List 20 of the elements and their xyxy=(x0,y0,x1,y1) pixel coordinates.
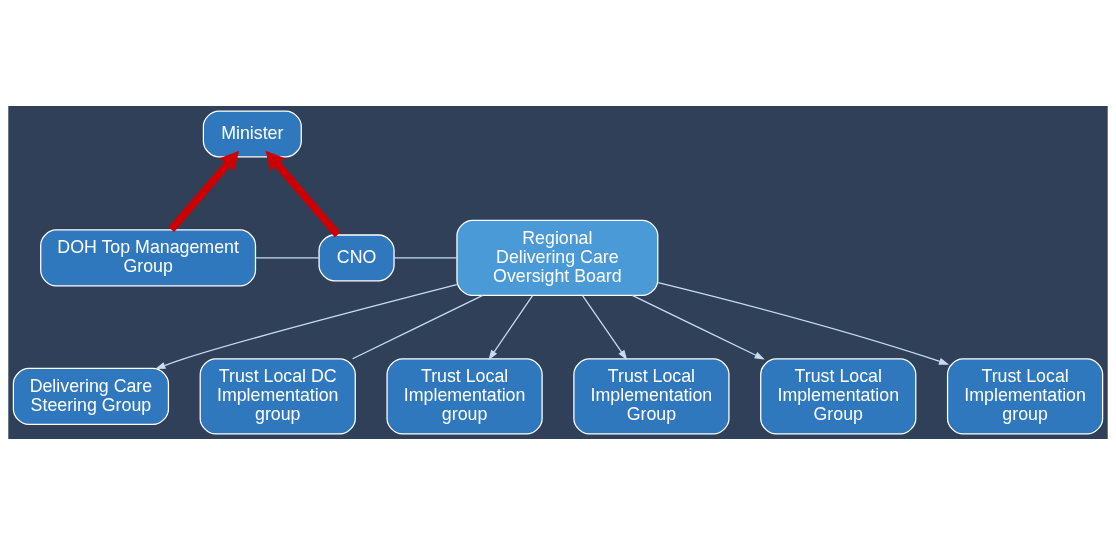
arrow xyxy=(581,294,628,361)
node-box: Regional Delivering Care Oversight Board xyxy=(456,219,659,296)
node-box: Trust Local DC Implementation group xyxy=(199,358,356,435)
node-box: Minister xyxy=(202,110,302,158)
arrow xyxy=(631,294,765,360)
arrow xyxy=(488,294,534,361)
arrow xyxy=(168,150,240,233)
node-box: Trust Local Implementation Group xyxy=(760,358,917,435)
arrow xyxy=(155,284,458,369)
arrow xyxy=(265,150,341,238)
node-box: Trust Local Implementation group xyxy=(946,358,1104,435)
node-box: Trust Local Implementation group xyxy=(386,358,543,435)
node-box: Delivering Care Steering Group xyxy=(12,367,170,425)
connector xyxy=(254,257,320,259)
connector xyxy=(351,294,484,360)
node-box: CNO xyxy=(318,234,395,282)
node-box: Trust Local Implementation Group xyxy=(573,358,730,435)
arrow xyxy=(657,282,950,365)
connector xyxy=(393,257,458,259)
node-box: DOH Top Management Group xyxy=(40,229,257,287)
